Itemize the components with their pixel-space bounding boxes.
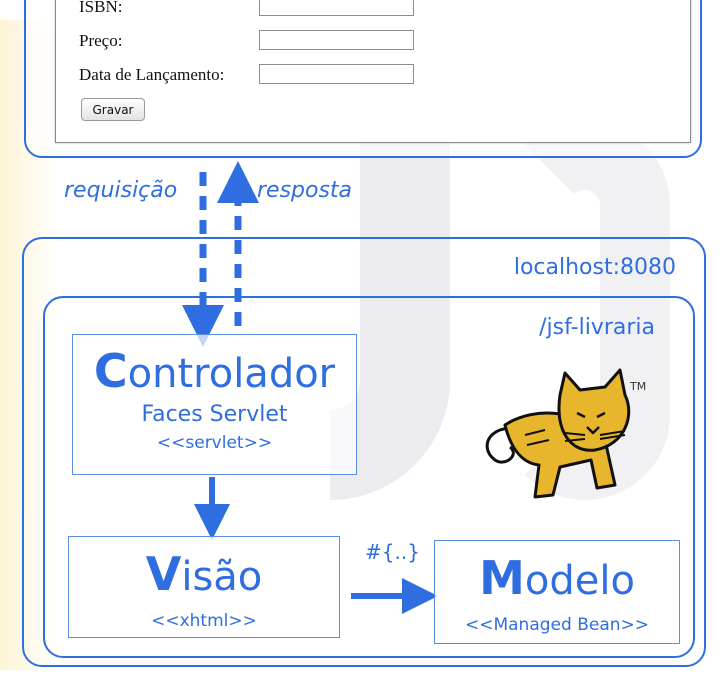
- view-title: Visão: [69, 551, 339, 600]
- model-stereotype: <<Managed Bean>>: [464, 615, 649, 635]
- model-title-rest: odelo: [524, 558, 635, 604]
- preco-label: Preço:: [79, 31, 123, 50]
- model-title-initial: M: [479, 551, 525, 605]
- el-expression-label: #{..}: [365, 540, 420, 564]
- data-lancamento-field[interactable]: [259, 64, 414, 84]
- request-label: requisição: [64, 178, 178, 203]
- data-lancamento-label: Data de Lançamento:: [79, 65, 225, 84]
- controller-stereotype: <<servlet>>: [156, 433, 273, 453]
- view-box: Visão <<xhtml>>: [68, 536, 340, 638]
- controller-subtitle: Faces Servlet: [141, 402, 288, 427]
- gravar-button[interactable]: Gravar: [81, 98, 145, 121]
- server-container: [22, 237, 706, 667]
- context-label: /jsf-livraria: [539, 315, 655, 340]
- preco-field[interactable]: [259, 30, 414, 50]
- view-title-rest: isão: [181, 554, 263, 600]
- view-title-initial: V: [145, 547, 182, 601]
- controller-title-initial: C: [93, 344, 128, 398]
- response-label: resposta: [257, 178, 353, 203]
- controller-title-rest: ontrolador: [127, 351, 336, 397]
- app-container: [43, 296, 695, 658]
- controller-title: Controlador: [73, 348, 356, 397]
- host-label: localhost:8080: [513, 255, 676, 280]
- isbn-label: ISBN:: [79, 0, 123, 16]
- isbn-field[interactable]: [259, 0, 414, 16]
- controller-box: Controlador Faces Servlet <<servlet>>: [72, 334, 357, 475]
- model-box: Modelo <<Managed Bean>>: [434, 540, 680, 644]
- view-stereotype: <<xhtml>>: [151, 611, 257, 631]
- model-title: Modelo: [435, 555, 679, 604]
- trademark-label: TM: [630, 380, 647, 393]
